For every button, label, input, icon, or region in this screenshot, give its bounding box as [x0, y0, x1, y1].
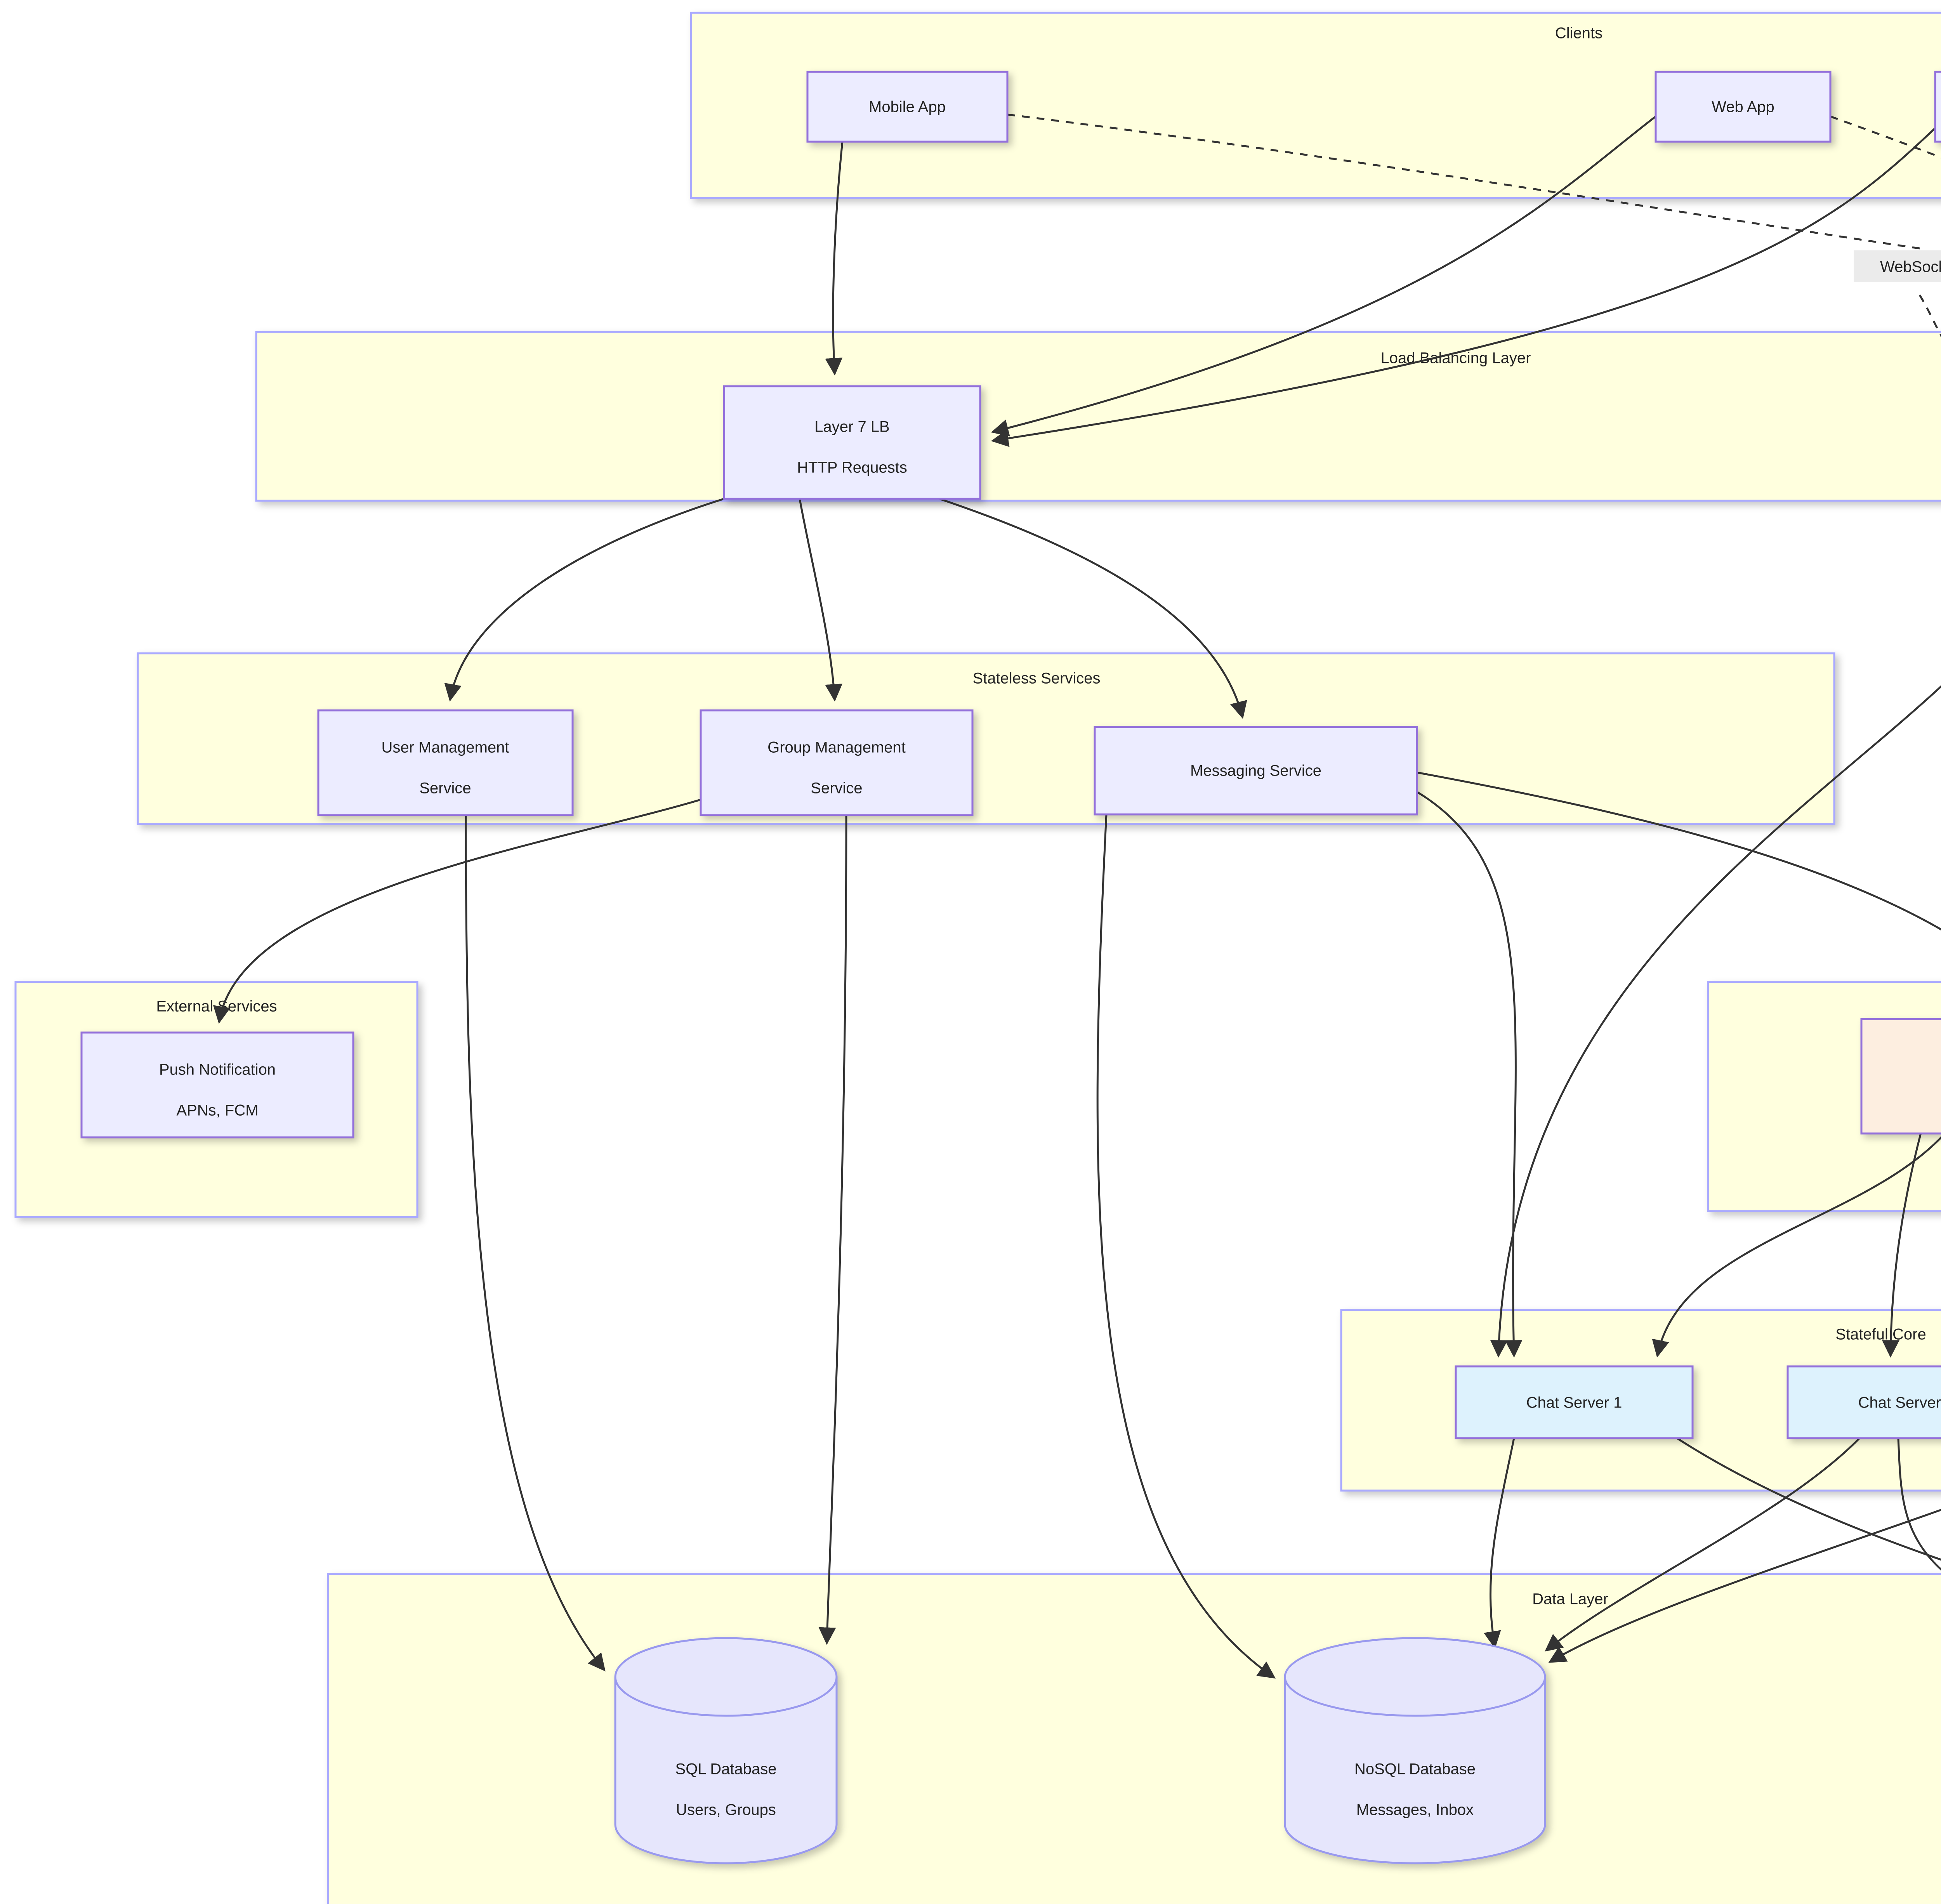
- edge-l4lb-to-chat2: [1882, 1061, 1941, 1358]
- node-label-chat-server-1: Chat Server 1: [1526, 1394, 1622, 1411]
- edge-groupsvc-to-push: [213, 798, 701, 1024]
- cluster-label-stateless: Stateless Services: [972, 670, 1100, 687]
- node-label-chat-server-2: Chat Server 2: [1858, 1394, 1941, 1411]
- node-label-push-line1: Push Notification: [159, 1061, 276, 1078]
- cluster-load-balancing-layer: Load Balancing Layer: [255, 331, 1941, 502]
- cluster-label-external: External Services: [156, 998, 277, 1015]
- edge-label-websocket-1: WebSocket: [1854, 250, 1941, 282]
- node-layer7-lb[interactable]: Layer 7 LB HTTP Requests: [723, 385, 981, 500]
- cluster-label-stateful-core: Stateful Core: [1835, 1326, 1926, 1343]
- edge-mobile-to-l4lb: [1007, 113, 1920, 250]
- edge-chat1-to-rediscache: [1676, 1437, 1941, 1561]
- edge-chat2-to-nosqldb: [1545, 1437, 1860, 1652]
- node-label-push-line2: APNs, FCM: [176, 1102, 258, 1119]
- edge-kafka-to-chat1: [1652, 1136, 1941, 1358]
- edge-l7lb-to-groupsvc: [799, 498, 843, 702]
- node-chat-server-2[interactable]: Chat Server 2: [1786, 1365, 1941, 1439]
- node-label-messaging-service: Messaging Service: [1190, 762, 1321, 779]
- node-desktop-app[interactable]: Desktop App: [1934, 71, 1941, 143]
- node-label-user-mgmt-line1: User Management: [381, 739, 509, 756]
- node-push-notification[interactable]: Push Notification APNs, FCM: [80, 1031, 354, 1139]
- node-label-web-app: Web App: [1712, 99, 1774, 116]
- node-label-user-mgmt-line2: Service: [419, 780, 471, 797]
- edge-l7lb-to-msgsvc: [939, 498, 1247, 719]
- edge-msgsvc-to-kafka: [1417, 771, 1941, 931]
- node-web-app[interactable]: Web App: [1655, 71, 1832, 143]
- cluster-label-clients: Clients: [1555, 25, 1602, 42]
- node-label-nosqldb-line1: NoSQL Database: [1354, 1761, 1476, 1778]
- edge-web-to-l7lb: [991, 116, 1656, 437]
- node-messaging-service[interactable]: Messaging Service: [1094, 726, 1418, 816]
- cluster-label-data-layer: Data Layer: [1532, 1591, 1608, 1608]
- edge-l7lb-to-usersvc: [444, 498, 724, 702]
- edge-usersvc-to-sqldb: [465, 815, 606, 1671]
- node-label-nosqldb-line2: Messages, Inbox: [1356, 1802, 1474, 1819]
- node-nosql-database[interactable]: NoSQL Database Messages, Inbox: [1284, 1637, 1546, 1864]
- edge-msgsvc-to-nosqldb: [1096, 814, 1276, 1679]
- edge-chatn-to-nosqldb: [1548, 1508, 1941, 1663]
- node-label-group-mgmt-line2: Service: [811, 780, 862, 797]
- edge-mobile-to-l4lb-tail: [1918, 294, 1941, 338]
- node-label-sqldb-line2: Users, Groups: [676, 1802, 776, 1819]
- edge-groupsvc-to-sqldb: [818, 815, 847, 1645]
- node-label-layer7-lb-line2: HTTP Requests: [797, 459, 907, 476]
- edge-desktop-to-l7lb: [991, 127, 1936, 447]
- edge-chat2-to-rediscache: [1897, 1438, 1941, 1571]
- edge-chat1-to-nosqldb: [1483, 1438, 1515, 1649]
- node-mobile-app[interactable]: Mobile App: [806, 71, 1009, 143]
- node-label-mobile-app: Mobile App: [869, 99, 946, 116]
- edge-l4lb-to-chat1: [1490, 685, 1941, 1358]
- node-sql-database[interactable]: SQL Database Users, Groups: [614, 1637, 838, 1864]
- node-chat-server-1[interactable]: Chat Server 1: [1455, 1365, 1694, 1439]
- cluster-data-layer: Data Layer: [327, 1573, 1941, 1904]
- node-group-management-service[interactable]: Group Management Service: [700, 709, 974, 816]
- node-kafka-redis-pubsub[interactable]: Kafka/Redis Pub-Sub Async Message Routin…: [1860, 1018, 1941, 1135]
- node-user-management-service[interactable]: User Management Service: [317, 709, 574, 816]
- edge-label-text: WebSocket: [1880, 259, 1941, 276]
- edge-mobile-to-l7lb: [825, 141, 844, 376]
- node-label-sqldb-line1: SQL Database: [675, 1761, 777, 1778]
- node-label-group-mgmt-line1: Group Management: [767, 739, 906, 756]
- edge-msgsvc-to-chat1: [1416, 791, 1523, 1358]
- edge-group: [213, 113, 1941, 1679]
- node-label-layer7-lb-line1: Layer 7 LB: [814, 418, 889, 436]
